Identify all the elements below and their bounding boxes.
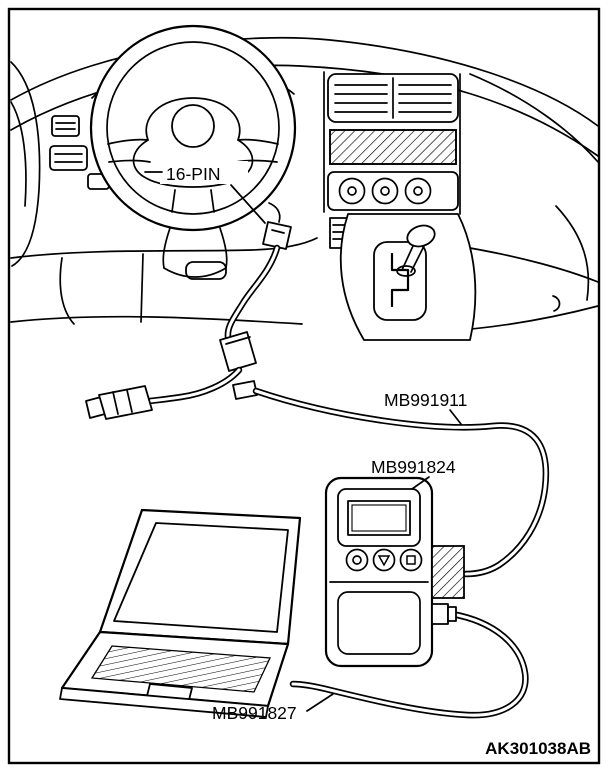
callout-mb991911: MB991911 [384,390,467,410]
laptop-keyboard [90,645,271,693]
ferrite-block [219,331,257,372]
center-stack [323,71,461,249]
vci-scan-tool [324,476,465,668]
main-harness-cable [85,202,550,578]
gear-selector-console [339,213,477,341]
callout-16-pin: 16-PIN [166,164,220,184]
vci-harness-port [431,545,465,599]
harness-junction [232,380,258,400]
callout-mb991824: MB991824 [371,457,456,477]
harness-plug [98,385,153,420]
shift-knob [406,224,436,248]
data-link-connector [262,221,292,250]
hood-release-lever [185,261,227,280]
vci-button-enter [399,548,423,572]
vci-button-select [372,548,396,572]
callouts: 16-PIN MB991911 MB991824 MB991827 AK3010… [144,161,591,758]
vci-usb-port [431,603,449,625]
figure-code: AK301038AB [485,739,591,758]
vci-button-power [345,548,369,572]
dashboard-illustration [10,24,599,341]
callout-mb991827: MB991827 [212,703,297,723]
laptop [59,508,302,718]
audio-unit [329,129,457,165]
laptop-screen [113,522,289,633]
left-dash-vents [49,115,110,190]
usb-cable [289,610,529,719]
